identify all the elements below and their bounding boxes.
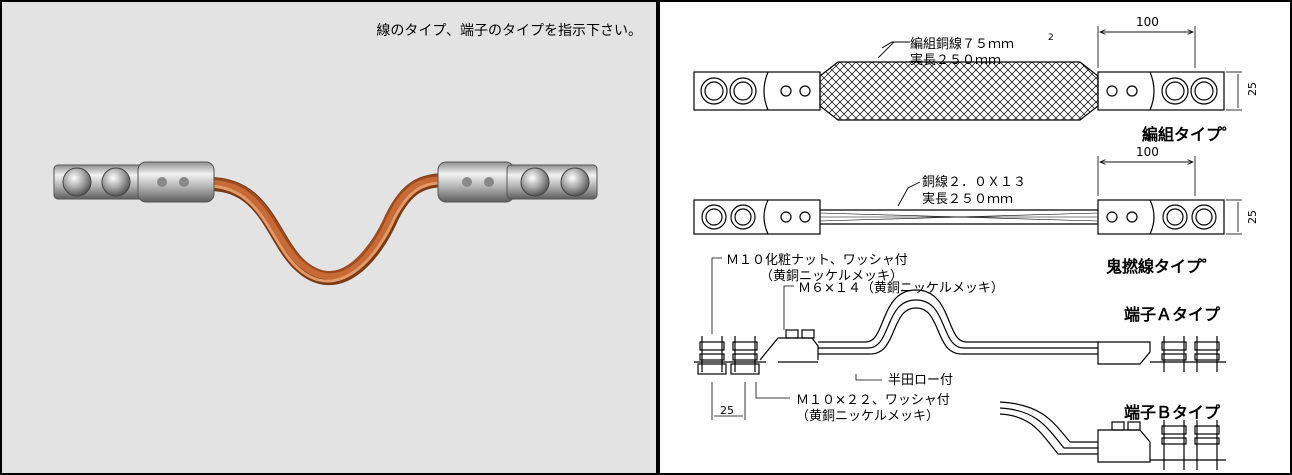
technical-drawing-panel: 編組銅線７５ｍｍ 2 実長２５０ｍｍ 100 25 編組タイプ゜ (660, 2, 1290, 473)
left-terminal (53, 161, 215, 203)
product-photo (53, 161, 598, 286)
screw-note: Ｍ６×１４（黄銅ニッケルメッキ） (798, 281, 1004, 296)
braided-length-dim: 100 (1136, 15, 1159, 29)
braided-spec-superscript: 2 (1048, 33, 1054, 43)
nut-note-line1: Ｍ１０化粧ナット、ワッシャ付 (726, 253, 908, 268)
terminal-b-leaders (755, 382, 790, 399)
bolt-note-line2: （黄銅ニッケルメッキ） (796, 409, 939, 424)
nut-note-line2: （黄銅ニッケルメッキ） (760, 269, 903, 284)
technical-drawing: 編組銅線７５ｍｍ 2 実長２５０ｍｍ 100 25 編組タイプ゜ (693, 15, 1259, 470)
braided-type-label: 編組タイプ゜ (1142, 125, 1238, 144)
panel-divider (656, 2, 660, 473)
stranded-dimension-lines (1097, 156, 1242, 235)
stranded-cable-drawing (693, 181, 1225, 235)
braided-dimension-lines (1097, 26, 1242, 111)
braided-width-dim: 25 (1246, 82, 1259, 96)
stranded-length-dim: 100 (1136, 145, 1159, 159)
instruction-text: 線のタイプ、端子のタイプを指示下さい。 (376, 23, 642, 39)
braided-spec-line2: 実長２５０ｍｍ (910, 52, 1001, 68)
stranded-width-dim: 25 (1246, 210, 1259, 224)
terminal-a-label: 端子Ａタイプ (1124, 305, 1221, 324)
bolt-note-line1: Ｍ１０×２２、ワッシャ付 (796, 393, 950, 408)
braided-cable-drawing (693, 41, 1225, 121)
stranded-type-label: 鬼撚線タイプ゜ (1106, 257, 1218, 276)
copper-wire (200, 173, 454, 286)
pitch-dimension: 25 (720, 404, 734, 417)
product-photo-panel: 線のタイプ、端子のタイプを指示下さい。 (2, 2, 656, 473)
solder-note: 半田ロー付 (888, 373, 953, 388)
terminal-a-drawing (694, 289, 1226, 375)
stranded-spec-line1: 銅線２．０Ｘ１３ (922, 174, 1026, 190)
braided-spec-line1: 編組銅線７５ｍｍ (910, 36, 1014, 52)
terminal-b-label: 端子Ｂタイプ (1124, 403, 1221, 422)
stranded-spec-line2: 実長２５０ｍｍ (922, 191, 1013, 207)
terminal-a-leaders (711, 257, 882, 420)
terminal-b-drawing (999, 401, 1226, 470)
right-terminal (437, 161, 598, 203)
